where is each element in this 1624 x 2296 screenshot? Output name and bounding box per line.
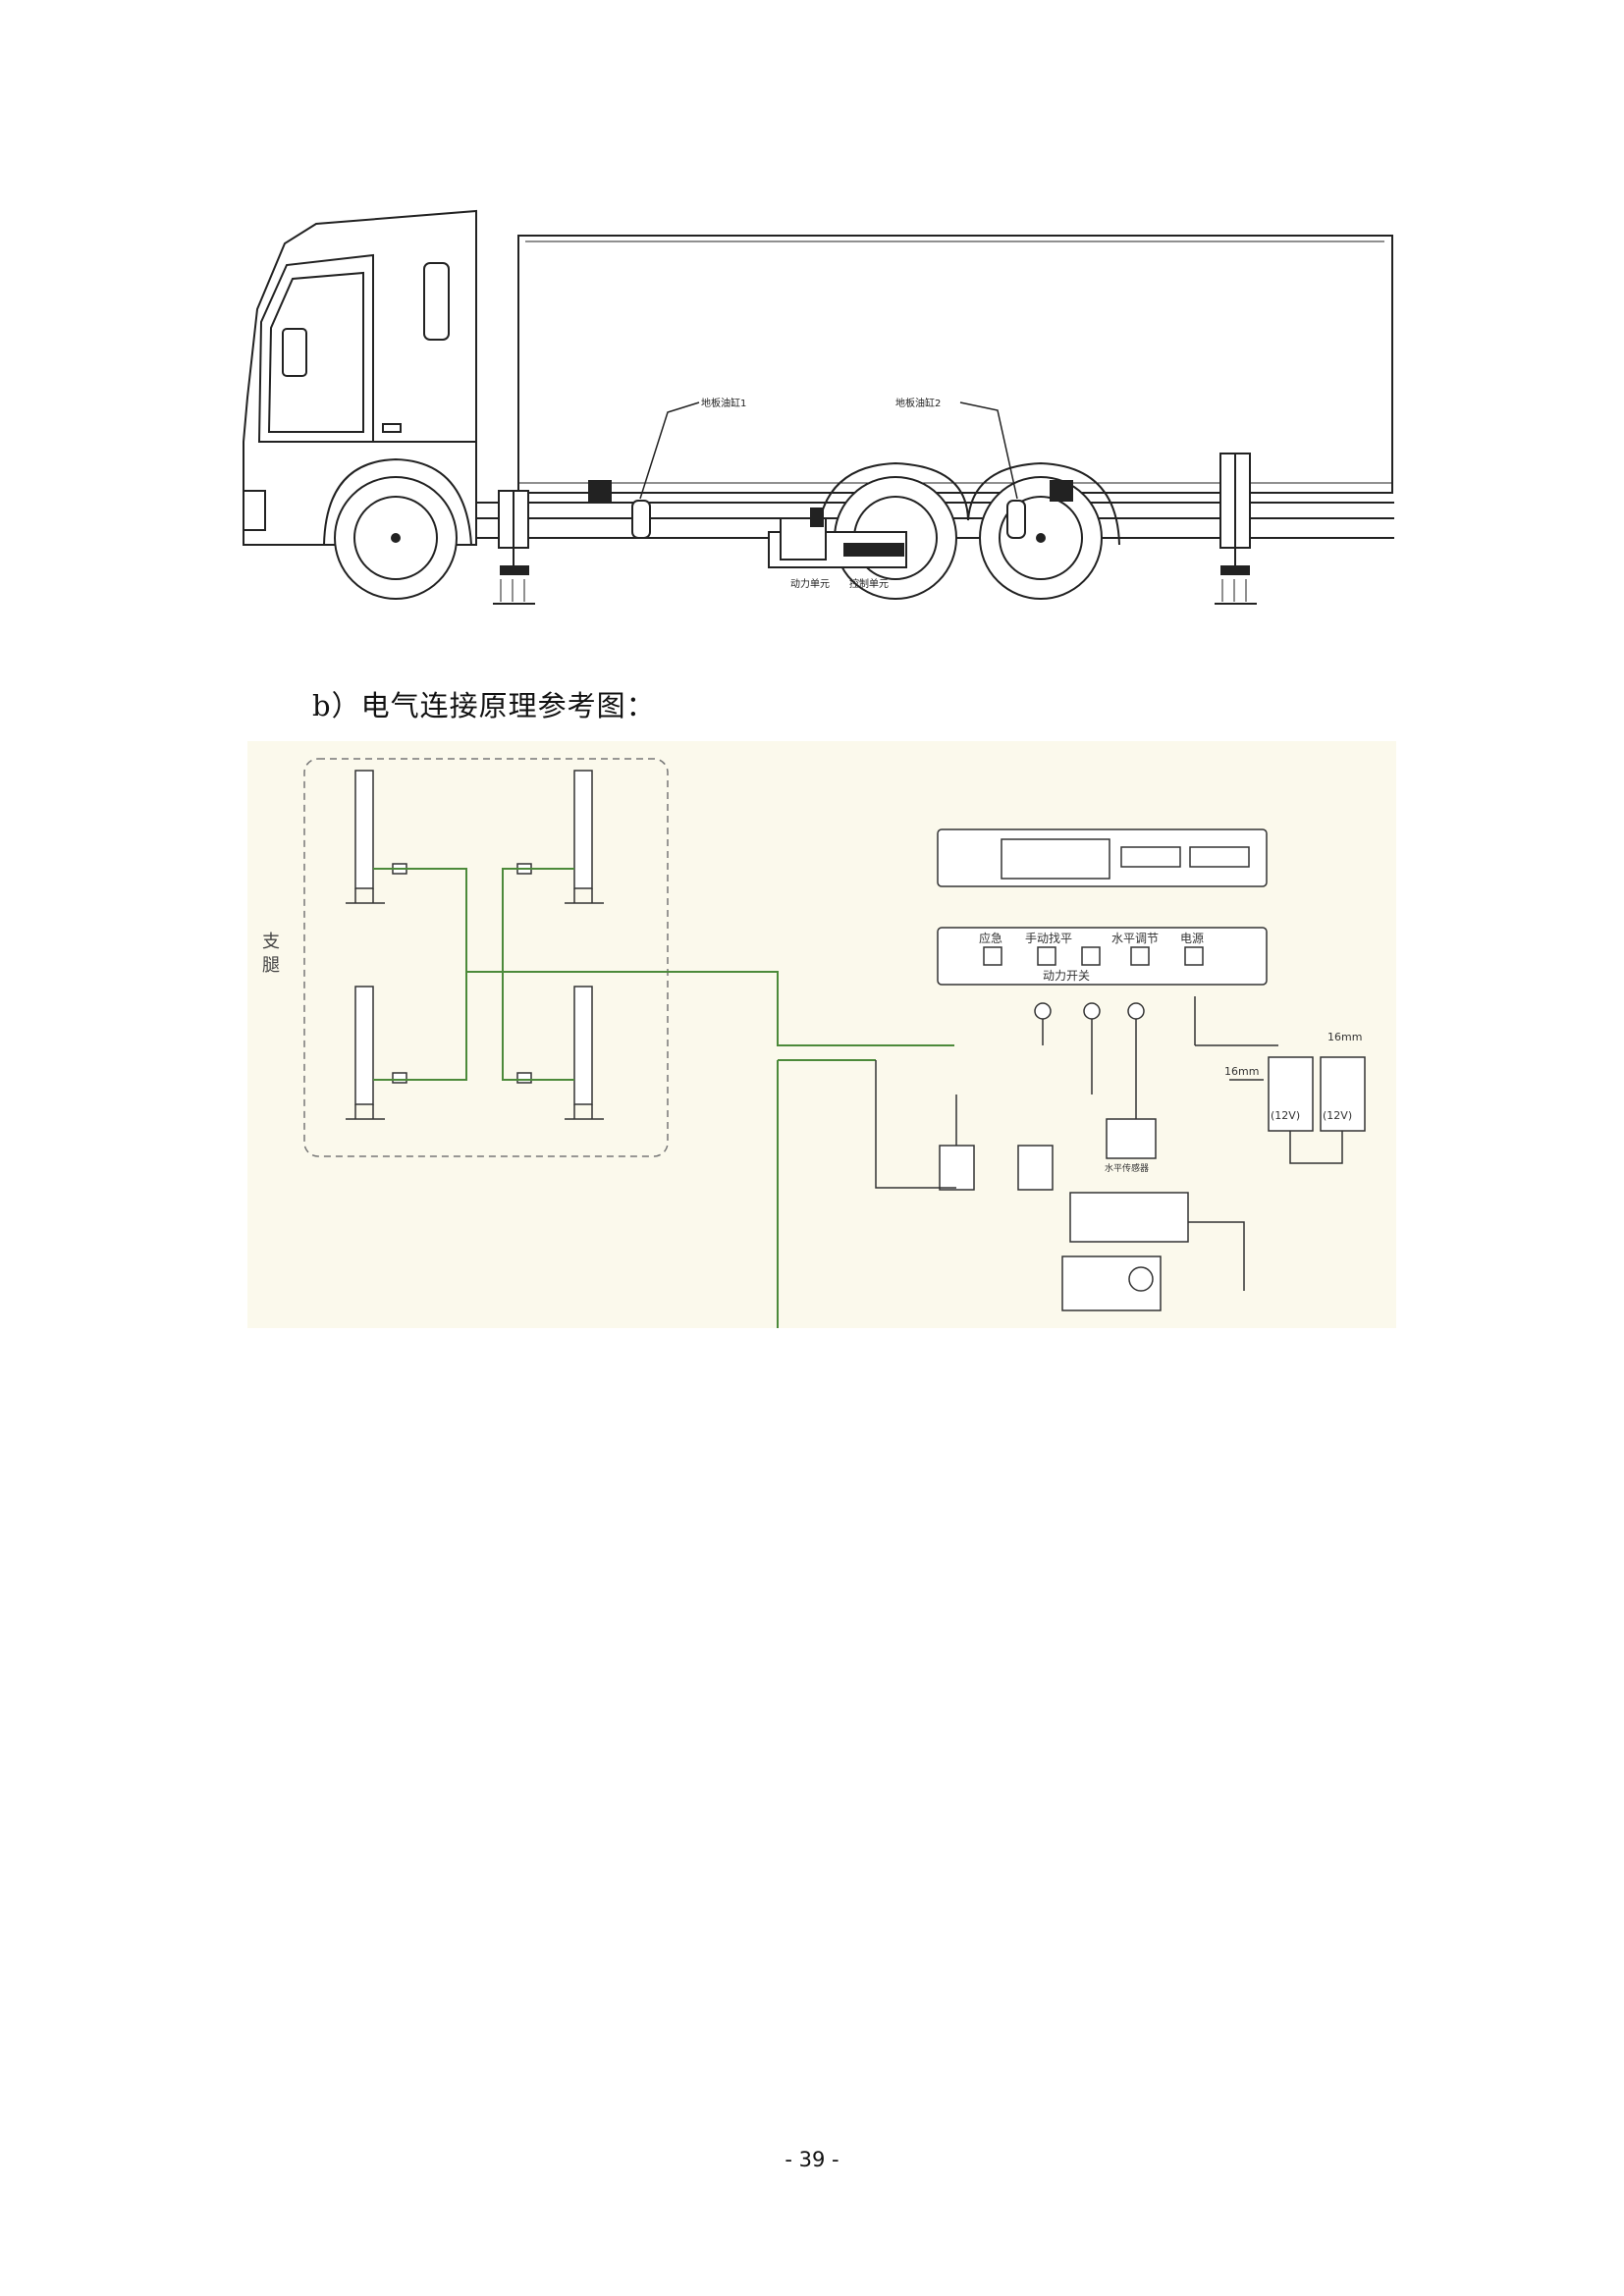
panel-label-power-switch: 动力开关: [1043, 969, 1090, 983]
floor-cylinder-1: [588, 401, 700, 539]
truck-cab: [243, 209, 477, 546]
leg-actuator-bottom-right: [516, 986, 604, 1120]
truck-side-view-diagram: 地板油缸1 地板油缸2 动力单元 控制单元: [243, 209, 1394, 605]
control-unit-label: 控制单元: [849, 577, 889, 590]
cable-size-top-label: 16mm: [1327, 1031, 1362, 1043]
batteries: [1268, 1056, 1366, 1164]
figure-caption: b）电气连接原理参考图：: [312, 689, 656, 722]
leg-actuator-bottom-left: [346, 986, 407, 1120]
support-leg-rear: [1215, 453, 1257, 605]
cable-size-left-label: 16mm: [1224, 1065, 1259, 1078]
panel-label-level-manual: 手动找平: [1025, 932, 1072, 945]
floor-cylinder-2: [959, 401, 1073, 539]
support-legs-label-1: 支: [262, 932, 280, 952]
cargo-box: [517, 235, 1393, 494]
front-wheel: [323, 457, 472, 600]
floor-cylinder-2-label: 地板油缸2: [895, 397, 941, 409]
panel-label-level-auto: 水平调节: [1111, 932, 1159, 945]
support-legs-group-frame: [303, 758, 669, 1157]
panel-label-power: 电源: [1180, 932, 1204, 945]
level-sensor: [1106, 1118, 1157, 1159]
power-unit-label: 动力单元: [790, 577, 830, 590]
support-legs-label-2: 腿: [262, 955, 280, 976]
valve-blocks: [875, 1060, 1245, 1291]
floor-cylinder-1-label: 地板油缸1: [701, 397, 746, 409]
level-sensor-label: 水平传感器: [1105, 1162, 1149, 1174]
wiring: [373, 868, 954, 1328]
battery-right-label: (12V): [1323, 1109, 1352, 1122]
switch-panel: [937, 927, 1268, 986]
page-number: - 39 -: [785, 2148, 839, 2171]
battery-left-label: (12V): [1271, 1109, 1300, 1122]
support-leg-front: [493, 490, 535, 605]
electrical-connection-schematic: 支 腿: [247, 741, 1396, 1328]
hydraulic-pump-unit: [1061, 1255, 1162, 1311]
panel-label-emergency: 应急: [979, 931, 1002, 945]
power-control-unit: [768, 507, 907, 568]
control-panel-display: [937, 828, 1268, 887]
